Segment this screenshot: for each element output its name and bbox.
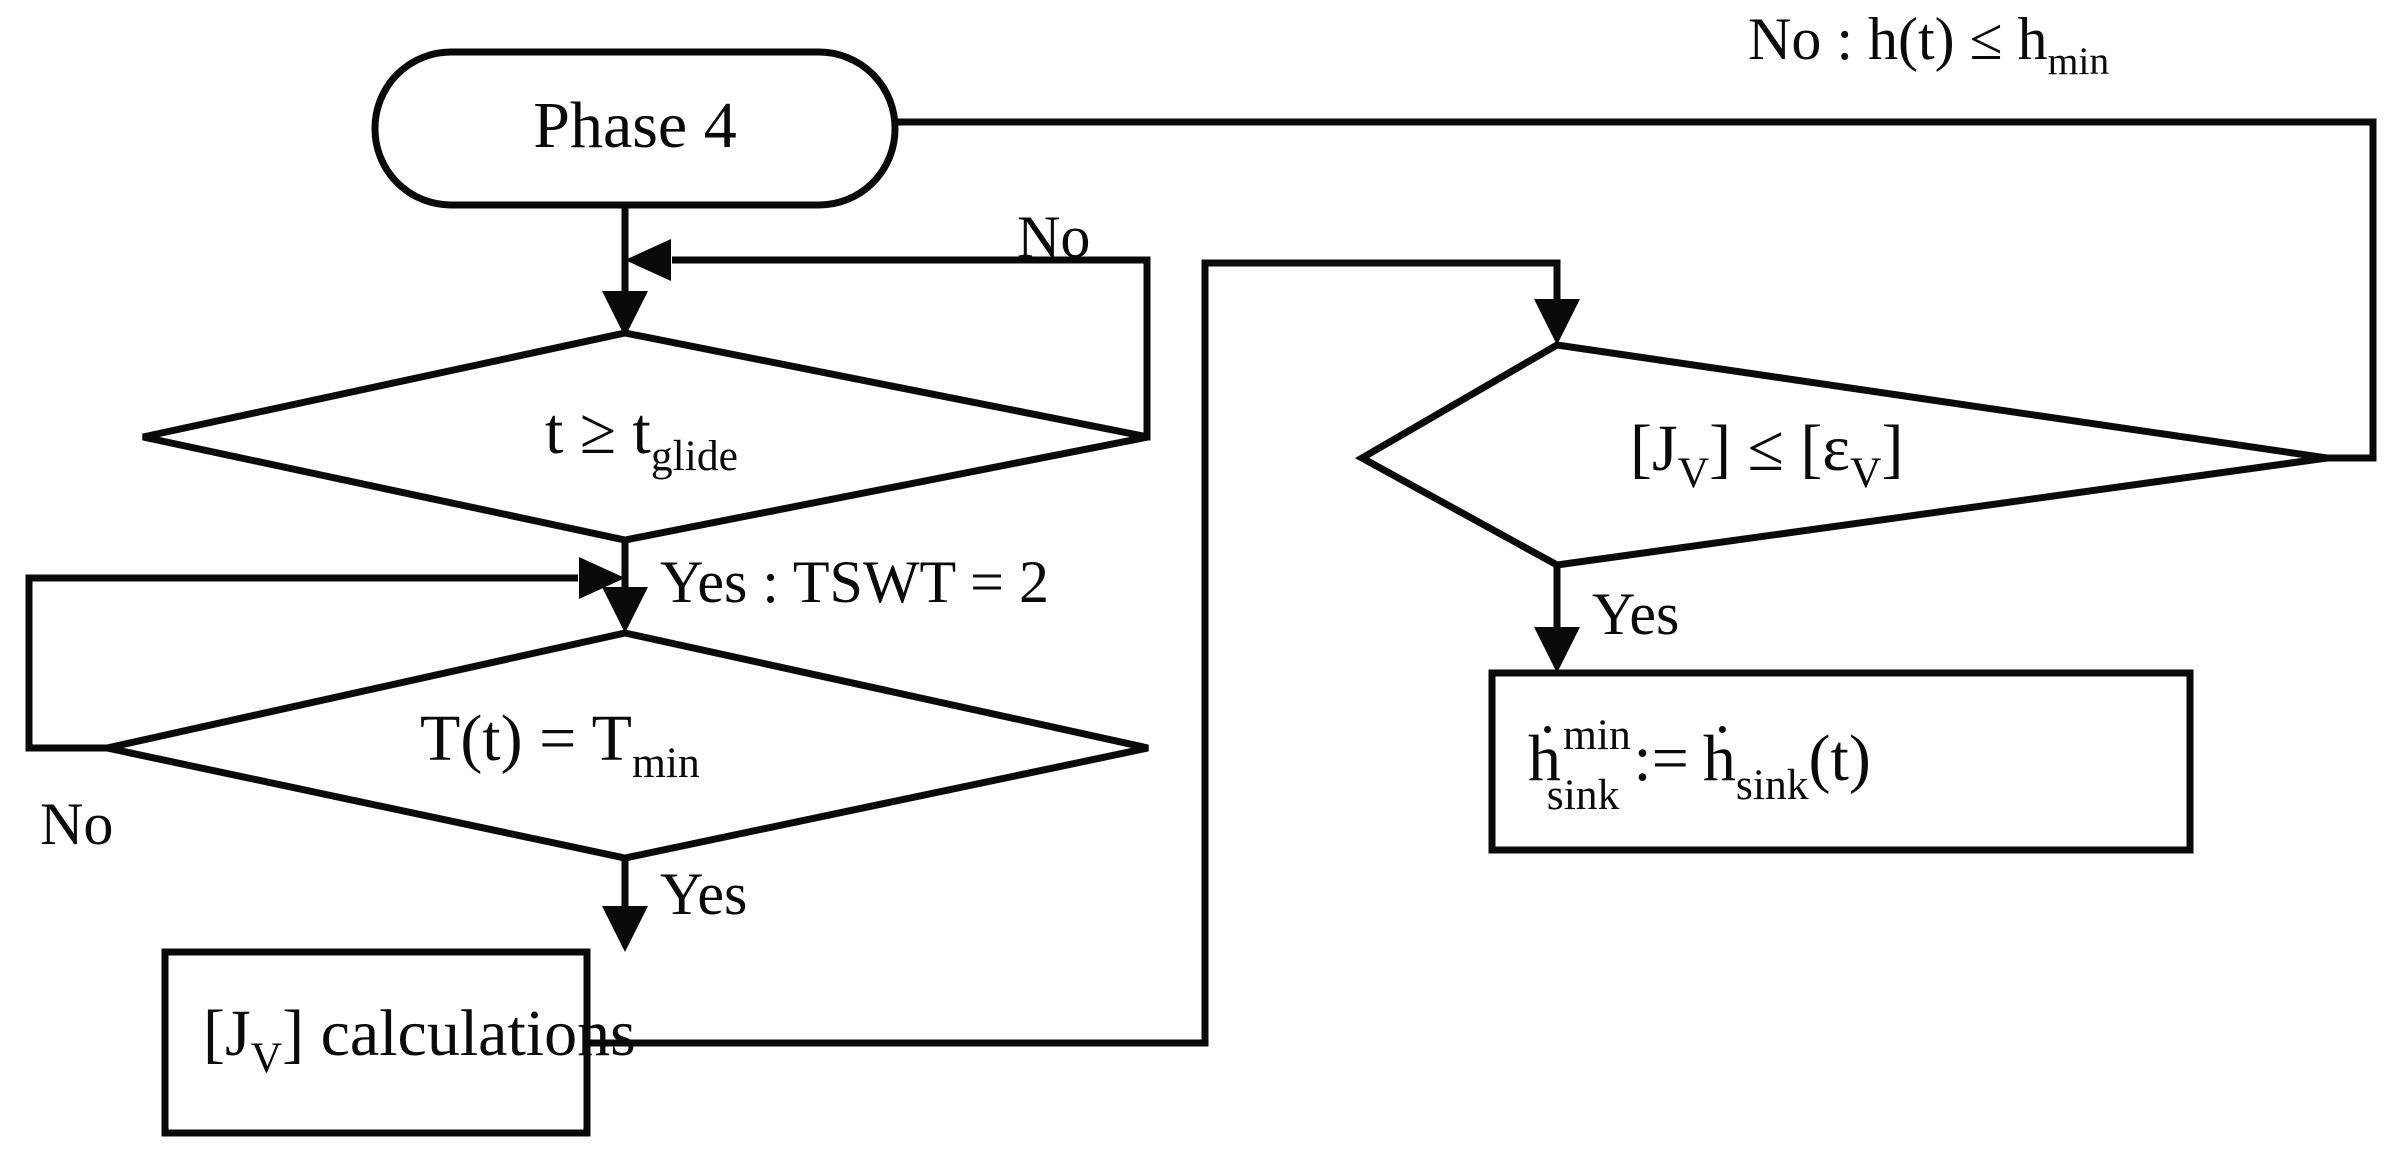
node-phase-4[interactable]: Phase 4 xyxy=(371,48,899,209)
arrowhead-to-tglide xyxy=(602,291,648,337)
process-jv-label: [JV] calculations xyxy=(203,997,636,1082)
phase-4-label: Phase 4 xyxy=(533,89,736,162)
edge-no-tmin-loop xyxy=(25,557,625,752)
edge-yes-tmin-to-jv xyxy=(602,858,648,952)
arrowhead-tmin-loop xyxy=(579,557,625,599)
node-decision-t-min[interactable]: T(t) = Tmin xyxy=(106,629,1149,862)
phase-4-shape xyxy=(371,48,899,209)
edge-label-yes-jv: Yes xyxy=(1592,581,1679,647)
node-decision-jv-epsilon[interactable]: [JV] ≤ [εV] xyxy=(1354,341,2328,569)
process-h-sink-shape xyxy=(1488,669,2194,854)
arrowhead-to-decision-jv xyxy=(1534,299,1580,345)
decision-jv-label: [JV] ≤ [εV] xyxy=(1630,412,1903,497)
node-process-jv-calculations[interactable]: [JV] calculations xyxy=(161,948,636,1137)
decision-jv-shape xyxy=(1354,341,2328,569)
edge-label-no-h-min: No : h(t) ≤ hmin xyxy=(1748,6,2109,83)
process-jv-shape xyxy=(161,948,591,1137)
decision-t-glide-shape xyxy=(142,329,1149,544)
edge-label-no-t-glide: No xyxy=(1017,204,1090,270)
edge-label-yes-tswt: Yes : TSWT = 2 xyxy=(660,549,1049,615)
edge-label-yes-t-min: Yes xyxy=(660,861,747,927)
decision-t-min-shape xyxy=(106,629,1149,862)
decision-t-min-label: T(t) = Tmin xyxy=(420,702,700,787)
decision-t-glide-label: t ≥ tglide xyxy=(545,395,738,480)
edge-yes-tswt xyxy=(602,540,648,633)
edge-phase4-to-tglide xyxy=(602,205,648,337)
arrowhead-to-tmin xyxy=(602,587,648,633)
arrowhead-to-jv-box xyxy=(602,906,648,952)
arrowhead-to-hsink-box xyxy=(1534,627,1580,673)
arrowhead-tglide-loop xyxy=(625,239,671,281)
node-decision-t-glide[interactable]: t ≥ tglide xyxy=(142,329,1149,544)
edge-label-no-t-min: No xyxy=(40,791,113,857)
edge-jv-to-decision-jv xyxy=(587,259,1580,1047)
edge-yes-jv-to-hsink xyxy=(1534,565,1580,673)
